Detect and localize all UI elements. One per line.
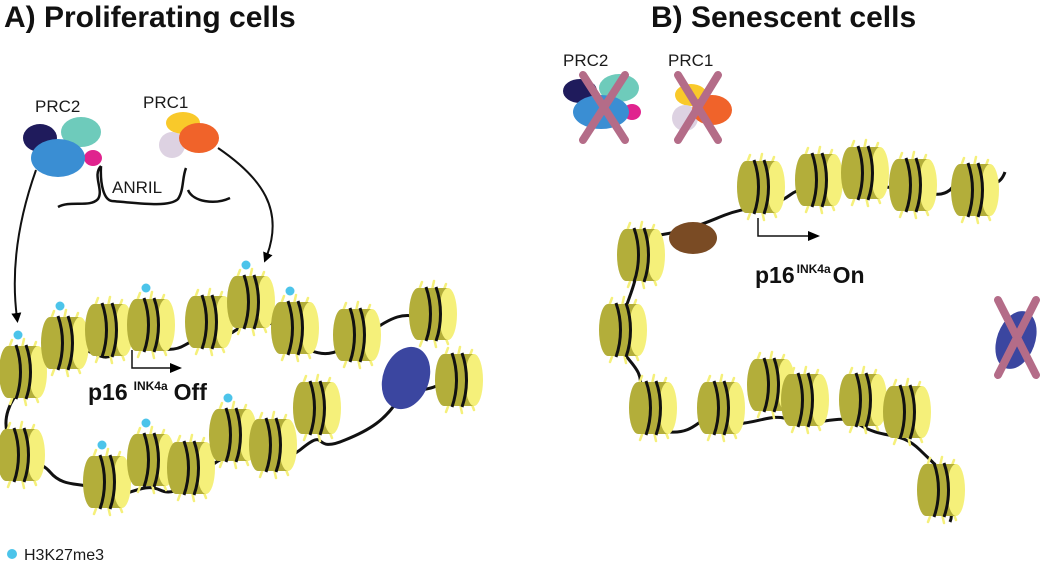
nucleosome — [435, 345, 483, 415]
nucleosome — [293, 373, 341, 443]
nucleosome — [249, 410, 297, 480]
nucleosome — [167, 433, 215, 503]
prc1-recruit-arrow — [217, 147, 274, 263]
nucleosome — [41, 301, 89, 378]
prc1-cross-icon — [674, 71, 722, 144]
prc2-cross-icon — [579, 71, 629, 144]
nucleosome — [271, 286, 319, 363]
nucleosome — [409, 279, 457, 349]
prc1-complex-a — [159, 112, 219, 158]
panel-b-title: B) Senescent cells — [651, 1, 916, 34]
anril-tail — [186, 189, 231, 203]
nucleosome — [883, 377, 931, 447]
nucleosome — [781, 365, 829, 435]
h3k27me3-mark — [241, 260, 251, 270]
nucleosome — [127, 418, 175, 495]
h3k27me3-mark — [13, 330, 23, 340]
nucleosome — [333, 300, 381, 370]
nucleosome — [839, 365, 887, 435]
prc1-label-b: PRC1 — [668, 51, 713, 70]
nucleosome — [0, 420, 45, 490]
nucleosome-group-b — [599, 138, 999, 525]
prc2-label-b: PRC2 — [563, 51, 608, 70]
blue-factor-a — [381, 346, 431, 410]
anril-rna — [57, 165, 188, 209]
anril-label: ANRIL — [112, 178, 162, 197]
nucleosome — [0, 330, 47, 407]
nucleosome — [227, 260, 275, 337]
panel-a-title: A) Proliferating cells — [4, 1, 296, 34]
nucleosome-group-a — [0, 260, 483, 517]
promoter-arrow-b — [757, 218, 820, 241]
brown-factor-b — [669, 222, 717, 254]
h3k27me3-legend-label: H3K27me3 — [24, 547, 104, 562]
nucleosome — [629, 373, 677, 443]
nucleosome — [83, 440, 131, 517]
nucleosome — [697, 373, 745, 443]
nucleosome — [599, 295, 647, 365]
nucleosome — [889, 150, 937, 220]
nucleosome — [185, 287, 233, 357]
blue-factor-cross-icon — [994, 296, 1040, 379]
h3k27me3-legend-dot — [7, 549, 17, 559]
nucleosome — [737, 152, 785, 222]
prc1-complex-b — [672, 71, 732, 144]
prc1-label-a: PRC1 — [143, 93, 188, 112]
nucleosome — [85, 295, 133, 365]
nucleosome — [617, 220, 665, 290]
nucleosome — [951, 155, 999, 225]
prc2-recruit-arrow — [11, 169, 37, 323]
h3k27me3-mark — [285, 286, 295, 296]
nucleosome — [841, 138, 889, 208]
nucleosome — [917, 455, 965, 525]
h3k27me3-mark — [223, 393, 233, 403]
h3k27me3-mark — [141, 283, 151, 293]
blue-factor-b — [994, 296, 1040, 379]
prc2-complex-a — [23, 117, 102, 177]
prc2-complex-b — [563, 71, 641, 144]
nucleosome — [127, 283, 175, 360]
nucleosome — [795, 145, 843, 215]
promoter-arrow-a — [131, 350, 182, 373]
h3k27me3-mark — [97, 440, 107, 450]
prc2-label-a: PRC2 — [35, 97, 80, 116]
h3k27me3-mark — [141, 418, 151, 428]
nucleosome — [209, 393, 257, 470]
h3k27me3-mark — [55, 301, 65, 311]
